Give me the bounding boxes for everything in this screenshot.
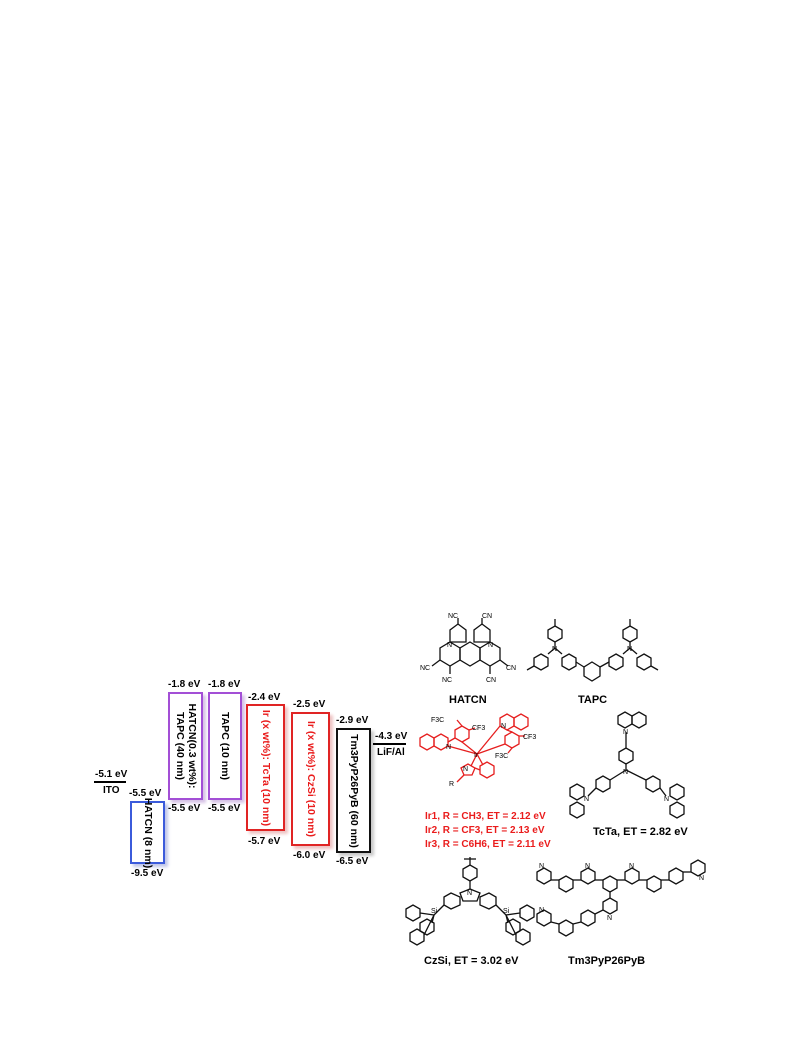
ir-atom-cf3-2: CF3 xyxy=(523,734,536,741)
tcta-atom-n: N xyxy=(623,729,628,736)
ir-variant-1: Ir1, R = CH3, ET = 2.12 eV xyxy=(425,811,546,822)
tapc-structure-drawing: N N xyxy=(526,619,659,682)
tm3-atom-n-5: N xyxy=(607,915,612,922)
czsi-top-level: -2.5 eV xyxy=(293,699,326,710)
hatcn-tapc-top-level: -1.8 eV xyxy=(168,679,201,690)
hatcn-atom-n-2: N xyxy=(488,642,493,649)
ito-level-label: -5.1 eV xyxy=(95,769,128,780)
czsi-layer-box: Ir (x wt%): CzSi (10 nm) xyxy=(291,712,330,846)
tapc-atom-n-2: N xyxy=(627,646,632,653)
ir-complex-drawing: F3C CF3 CF3 F3C Ir N N N R xyxy=(419,713,536,788)
hatcn-atom-n: N xyxy=(447,642,452,649)
tapc-atom-n: N xyxy=(552,646,557,653)
hatcn-atom-cn: CN xyxy=(482,613,492,620)
hatcn-tapc-layer-box: HATCN(0.3 wt%): TAPC (40 nm) xyxy=(168,692,203,800)
hatcn-structure-label: HATCN xyxy=(449,694,487,706)
czsi-bottom-level: -6.0 eV xyxy=(293,850,326,861)
cathode-label: LiF/Al xyxy=(377,747,405,758)
czsi-structure-drawing: N Si Si xyxy=(405,857,535,946)
czsi-layer-name: Ir (x wt%): CzSi (10 nm) xyxy=(304,720,317,838)
tcta-structure-label: TcTa, ET = 2.82 eV xyxy=(593,826,688,838)
hatcn-bottom-level: -9.5 eV xyxy=(131,868,164,879)
hatcn-layer-name: HATCN (8 nm) xyxy=(141,797,154,868)
ir-atom-f3c-2: F3C xyxy=(495,753,508,760)
tapc-top-level: -1.8 eV xyxy=(208,679,241,690)
tm3-layer-box: Tm3PyP26PyB (60 nm) xyxy=(336,728,371,853)
hatcn-atom-cn-bottom: CN xyxy=(486,677,496,684)
tapc-layer-box: TAPC (10 nm) xyxy=(208,692,242,800)
tm3-bottom-level: -6.5 eV xyxy=(336,856,369,867)
ir-variant-3: Ir3, R = C6H6, ET = 2.11 eV xyxy=(425,839,551,850)
tm3-structure-label: Tm3PyP26PyB xyxy=(568,955,646,967)
tcta-atom-n-3: N xyxy=(584,796,589,803)
ito-level-line xyxy=(94,781,126,783)
tm3-atom-n-3: N xyxy=(629,863,634,870)
ir-atom-cf3: CF3 xyxy=(472,725,485,732)
ir-atom-n: N xyxy=(446,744,451,751)
cathode-level-line xyxy=(373,743,406,745)
ir-atom-ir: Ir xyxy=(474,752,479,759)
tm3-atom-n-2: N xyxy=(585,863,590,870)
tcta-layer-box: Ir (x wt%): TcTa (10 nm) xyxy=(246,704,285,831)
hatcn-tapc-bottom-level: -5.5 eV xyxy=(168,803,201,814)
tcta-atom-n-4: N xyxy=(664,796,669,803)
tcta-layer-name: Ir (x wt%): TcTa (10 nm) xyxy=(259,709,272,826)
tm3-layer-name: Tm3PyP26PyB (60 nm) xyxy=(347,733,360,848)
tm3-atom-n-6: N xyxy=(539,907,544,914)
tapc-structure-label: TAPC xyxy=(578,694,608,706)
hatcn-layer-box: HATCN (8 nm) xyxy=(130,797,165,868)
hatcn-structure-drawing: NC CN NC CN NC CN N N xyxy=(420,613,516,684)
tcta-atom-n-2: N xyxy=(623,769,628,776)
ir-variant-2: Ir2, R = CF3, ET = 2.13 eV xyxy=(425,825,545,836)
tm3-atom-n: N xyxy=(539,863,544,870)
cathode-level-label: -4.3 eV xyxy=(375,731,408,742)
czsi-atom-n: N xyxy=(467,890,472,897)
hatcn-tapc-layer-name: HATCN(0.3 wt%): TAPC (40 nm) xyxy=(173,703,198,789)
hatcn-atom-nc: NC xyxy=(448,613,458,620)
czsi-atom-si-2: Si xyxy=(503,908,510,915)
tapc-bottom-level: -5.5 eV xyxy=(208,803,241,814)
ir-atom-n-3: N xyxy=(463,766,468,773)
hatcn-top-level: -5.5 eV xyxy=(129,788,162,799)
tcta-top-level: -2.4 eV xyxy=(248,692,281,703)
ir-atom-r: R xyxy=(449,781,454,788)
tm3-top-level: -2.9 eV xyxy=(336,715,369,726)
tapc-layer-name: TAPC (10 nm) xyxy=(219,711,231,781)
ito-label: ITO xyxy=(103,785,120,796)
tm3-structure-drawing: N N N N N N xyxy=(536,859,706,937)
ir-atom-n-2: N xyxy=(501,723,506,730)
czsi-atom-si: Si xyxy=(431,908,438,915)
hatcn-atom-nc-left: NC xyxy=(420,665,430,672)
tcta-bottom-level: -5.7 eV xyxy=(248,836,281,847)
hatcn-atom-nc-bottom: NC xyxy=(442,677,452,684)
tm3-atom-n-4: N xyxy=(699,875,704,882)
hatcn-atom-cn-right: CN xyxy=(506,665,516,672)
tcta-structure-drawing: N N N N xyxy=(569,711,685,819)
czsi-structure-label: CzSi, ET = 3.02 eV xyxy=(424,955,519,967)
ir-atom-f3c: F3C xyxy=(431,717,444,724)
